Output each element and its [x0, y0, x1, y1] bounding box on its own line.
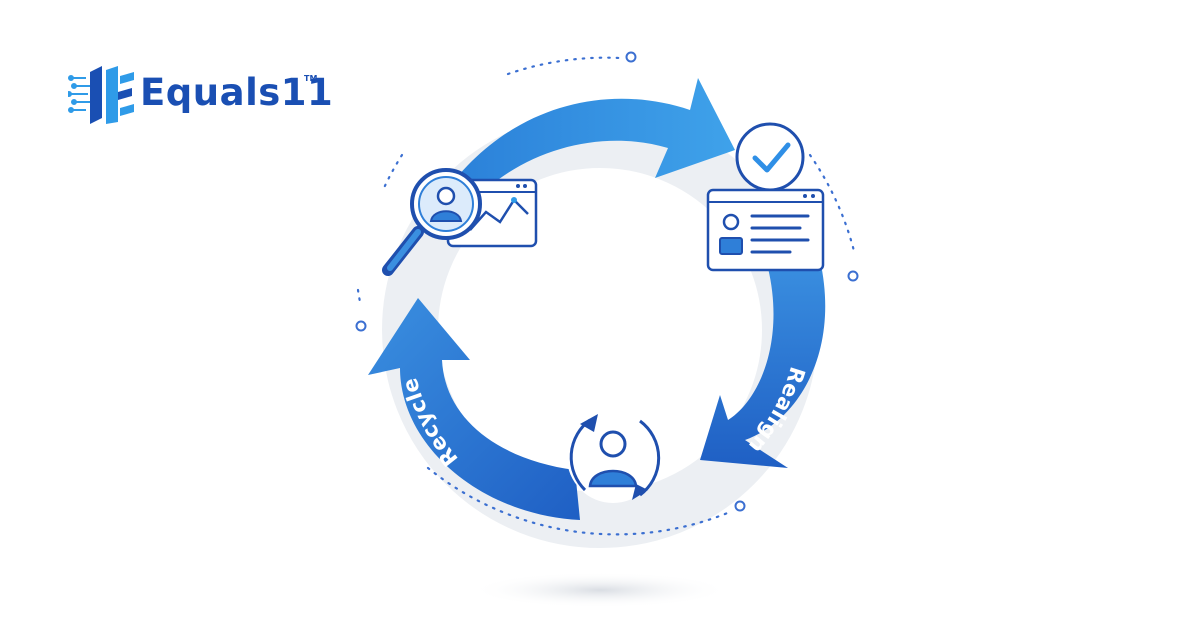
- brand-logo: Equals11 TM: [68, 66, 333, 126]
- dotted-arc-right: [808, 153, 857, 257]
- search-analytics-icon: [382, 168, 538, 276]
- dot-node-left: [355, 320, 367, 332]
- review-arrow: [440, 78, 735, 205]
- dot-node-right: [847, 270, 859, 282]
- ground-shadow: [470, 572, 730, 608]
- equals11-logo-icon: [68, 66, 134, 124]
- recycle-arrow: [368, 298, 580, 520]
- dotted-arc-bottom: [426, 466, 732, 536]
- dot-node-top: [625, 51, 637, 63]
- dotted-arc-top: [506, 56, 622, 76]
- check-profile-icon: [706, 122, 825, 272]
- dotted-arc-left-low: [356, 288, 362, 304]
- refresh-user-icon: [567, 411, 661, 503]
- dot-node-bottom: [734, 500, 746, 512]
- realign-arrow: [700, 260, 826, 468]
- brand-name: Equals11: [140, 71, 334, 114]
- trademark-mark: TM: [304, 74, 318, 83]
- dotted-arc-left: [381, 153, 404, 192]
